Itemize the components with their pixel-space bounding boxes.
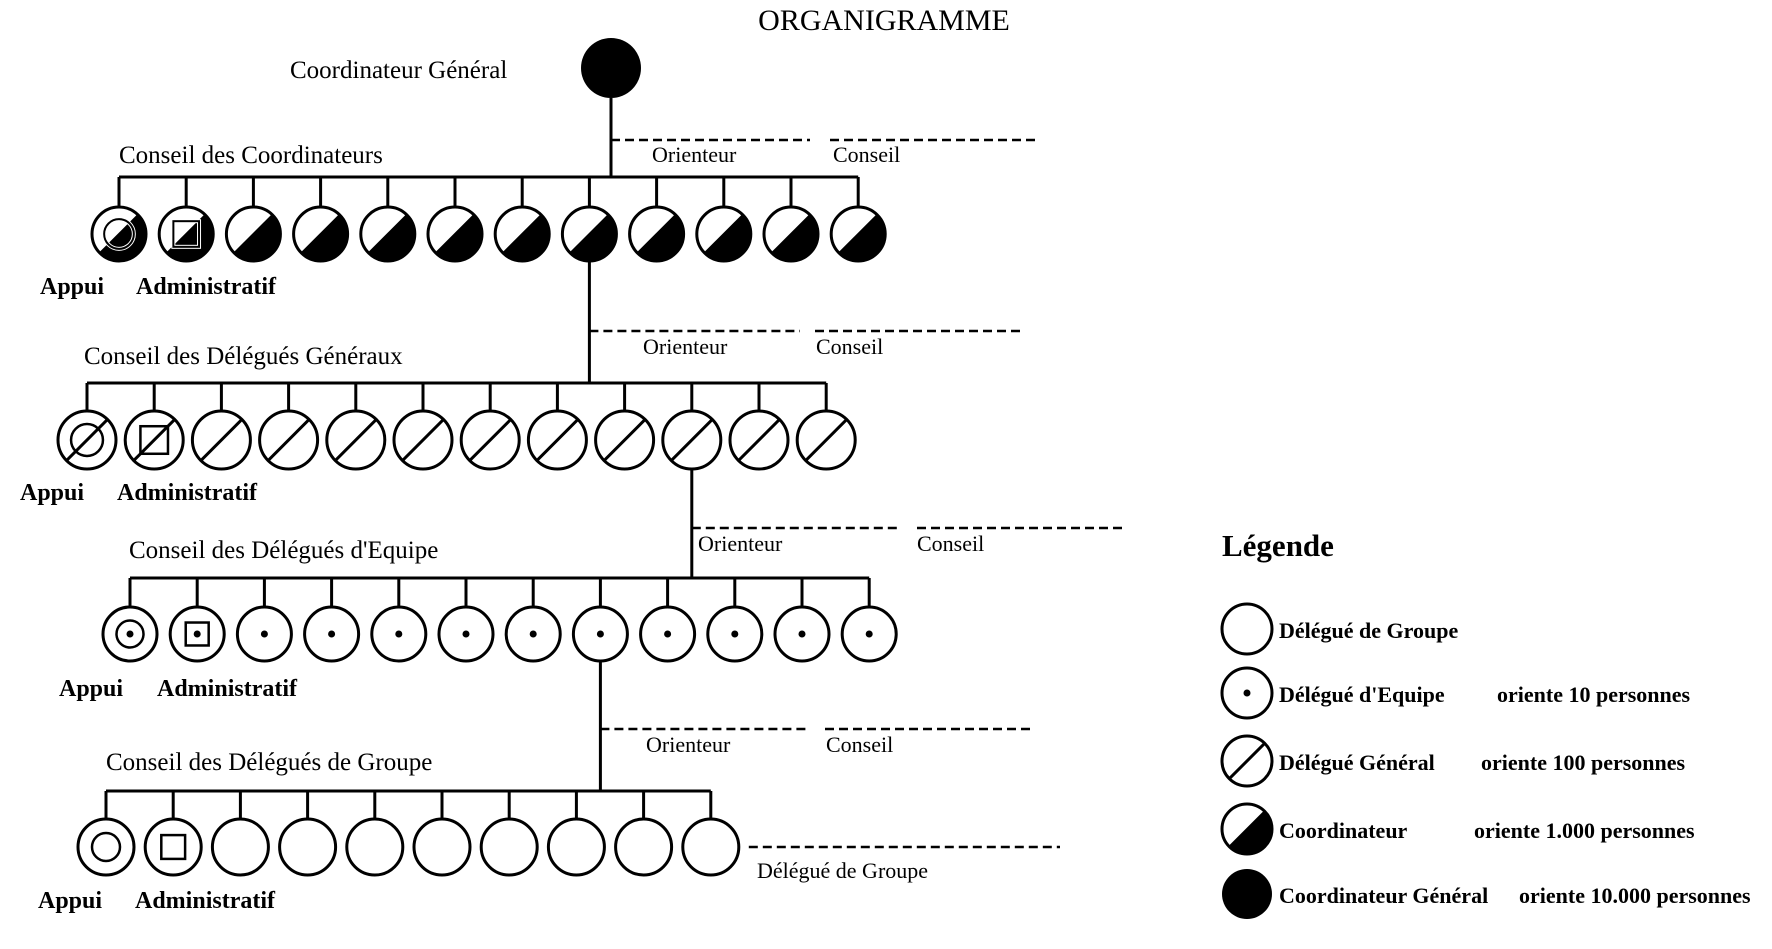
member-node-3-4 — [303, 605, 361, 663]
member-node-1-11 — [762, 205, 820, 263]
member-node-2-5 — [325, 409, 387, 471]
level-3: Orienteur Conseil Conseil des Délégués d'E… — [59, 469, 1122, 702]
legend-item-1: Délégué de Groupe — [1220, 602, 1458, 656]
member-node-1-4 — [292, 205, 350, 263]
member-node-3-10 — [706, 605, 764, 663]
appui-node-4 — [76, 817, 136, 877]
coordinateur-general-node — [581, 38, 641, 98]
legend-item-4: Coordinateur oriente 1.000 personnes — [1220, 802, 1695, 856]
level-name-3: Conseil des Délégués d'Equipe — [129, 537, 438, 564]
legend-symbol-slash — [1220, 734, 1274, 788]
legend-item-5: Coordinateur Général oriente 10.000 perso… — [1222, 869, 1751, 919]
member-node-2-11 — [728, 409, 790, 471]
administratif-label-2: Administratif — [117, 480, 258, 506]
member-node-3-8 — [571, 605, 629, 663]
orienteur-label-4: Orienteur — [646, 732, 731, 757]
member-node-4-4 — [278, 817, 338, 877]
member-node-2-3 — [190, 409, 252, 471]
member-node-3-6 — [437, 605, 495, 663]
legend-symbol-dot — [1220, 666, 1274, 720]
legend-label-2: Délégué d'Equipe — [1279, 682, 1445, 707]
level-1: Orienteur Conseil Conseil des Coordinateur… — [40, 98, 1040, 300]
level-name-1: Conseil des Coordinateurs — [119, 142, 383, 169]
legend-note-4: oriente 1.000 personnes — [1474, 818, 1695, 843]
member-node-1-6 — [426, 205, 484, 263]
administratif-node-3 — [168, 605, 226, 663]
member-node-1-12 — [829, 205, 887, 263]
appui-label-2: Appui — [20, 480, 84, 506]
administratif-label-4: Administratif — [135, 888, 276, 914]
orienteur-label-1: Orienteur — [652, 142, 737, 167]
legend-symbol-empty — [1220, 602, 1274, 656]
appui-node-2 — [56, 409, 118, 471]
member-node-1-5 — [359, 205, 417, 263]
appui-node-3 — [101, 605, 159, 663]
conseil-label-2: Conseil — [816, 334, 883, 359]
appui-node-1 — [90, 205, 148, 263]
legend-label-4: Coordinateur — [1279, 818, 1408, 843]
member-node-3-3 — [235, 605, 293, 663]
member-node-2-4 — [258, 409, 320, 471]
member-node-4-3 — [210, 817, 270, 877]
member-node-2-8 — [526, 409, 588, 471]
legend-label-3: Délégué Général — [1279, 750, 1435, 775]
administratif-label-3: Administratif — [157, 676, 298, 702]
legend-label-1: Délégué de Groupe — [1279, 618, 1458, 643]
orienteur-label-2: Orienteur — [643, 334, 728, 359]
member-node-3-5 — [370, 605, 428, 663]
member-node-2-12 — [795, 409, 857, 471]
bottom-delegue-label: Délégué de Groupe — [757, 858, 928, 883]
member-node-3-12 — [840, 605, 898, 663]
administratif-node-2 — [123, 409, 185, 471]
member-node-2-10 — [661, 409, 723, 471]
legend-note-5: oriente 10.000 personnes — [1519, 883, 1751, 908]
appui-label-3: Appui — [59, 676, 123, 702]
conseil-label-3: Conseil — [917, 531, 984, 556]
member-node-1-7 — [493, 205, 551, 263]
member-node-3-9 — [639, 605, 697, 663]
legend-note-2: oriente 10 personnes — [1497, 682, 1691, 707]
member-node-3-11 — [773, 605, 831, 663]
administratif-node-1 — [157, 205, 215, 263]
member-node-4-7 — [479, 817, 539, 877]
legend-symbol-half — [1220, 802, 1274, 856]
member-node-4-10 — [681, 817, 741, 877]
member-node-1-10 — [695, 205, 753, 263]
member-node-3-7 — [504, 605, 562, 663]
legend-symbol-full — [1222, 869, 1272, 919]
diagram-title: ORGANIGRAMME — [758, 4, 1010, 37]
conseil-label-1: Conseil — [833, 142, 900, 167]
administratif-label-1: Administratif — [136, 274, 277, 300]
level-name-4: Conseil des Délégués de Groupe — [106, 749, 432, 776]
legend-item-3: Délégué Général oriente 100 personnes — [1220, 734, 1686, 788]
legend-item-2: Délégué d'Equipe oriente 10 personnes — [1220, 666, 1691, 720]
level-name-2: Conseil des Délégués Généraux — [84, 343, 403, 370]
member-node-4-6 — [412, 817, 472, 877]
appui-label-4: Appui — [38, 888, 102, 914]
member-node-2-7 — [459, 409, 521, 471]
administratif-node-4 — [143, 817, 203, 877]
member-node-4-5 — [345, 817, 405, 877]
legend-label-5: Coordinateur Général — [1279, 883, 1488, 908]
top-node-label: Coordinateur Général — [290, 57, 507, 84]
appui-label-1: Appui — [40, 274, 104, 300]
orienteur-label-3: Orienteur — [698, 531, 783, 556]
legend-note-3: oriente 100 personnes — [1481, 750, 1686, 775]
member-node-2-6 — [392, 409, 454, 471]
member-node-4-8 — [546, 817, 606, 877]
level-2: Orienteur Conseil Conseil des Délégués Gén… — [20, 261, 1025, 506]
member-node-1-9 — [628, 205, 686, 263]
member-node-4-9 — [614, 817, 674, 877]
member-node-2-9 — [594, 409, 656, 471]
conseil-label-4: Conseil — [826, 732, 893, 757]
member-node-1-8 — [560, 205, 618, 263]
legend-title: Légende — [1222, 528, 1334, 563]
member-node-1-3 — [224, 205, 282, 263]
